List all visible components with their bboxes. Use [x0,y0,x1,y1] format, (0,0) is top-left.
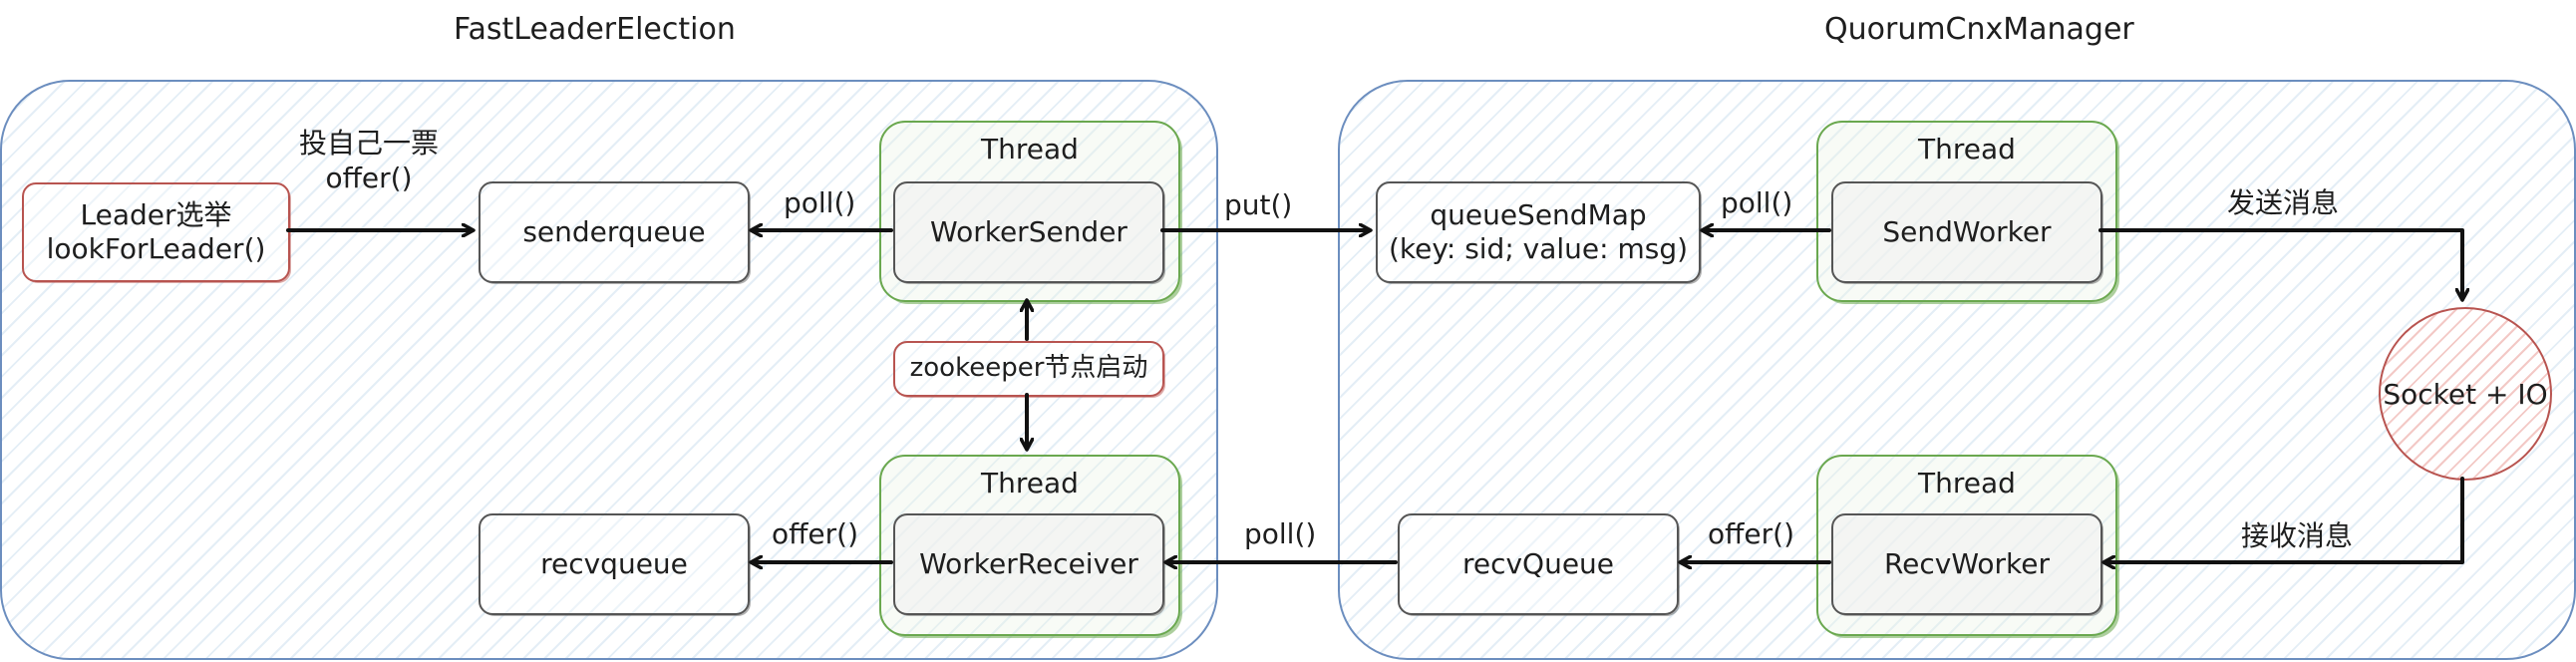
send-worker-node: SendWorker [1831,181,2102,283]
recv-queue-node: recvQueue [1398,513,1679,615]
left-panel-title: FastLeaderElection [454,12,736,47]
offer-recvqueue-label: offer() [772,517,859,550]
socket-io-node: Socket + IO [2379,307,2552,481]
worker-sender-node: WorkerSender [893,181,1164,283]
recv-worker-node: RecvWorker [1831,513,2102,615]
offer-recv-queue-label: offer() [1708,517,1795,550]
thread-label: Thread [1918,133,2016,166]
vote-offer-label: 投自己一票 offer() [299,126,439,195]
queue-send-map-line-2: (key: sid; value: msg) [1388,232,1689,265]
receive-message-label: 接收消息 [2241,519,2354,552]
send-message-label: 发送消息 [2227,186,2340,219]
vote-offer-line-2: offer() [325,162,413,194]
recvqueue-node: recvqueue [479,513,750,615]
queue-send-map-node: queueSendMap (key: sid; value: msg) [1376,181,1701,283]
queue-send-map-line-1: queueSendMap [1430,198,1647,232]
zookeeper-start-node: zookeeper节点启动 [893,341,1164,397]
put-label: put() [1224,188,1293,221]
thread-label: Thread [981,467,1079,499]
poll-recv-queue-label: poll() [1244,517,1317,550]
thread-label: Thread [1918,467,2016,499]
senderqueue-node: senderqueue [479,181,750,283]
right-panel-title: QuorumCnxManager [1824,12,2134,47]
vote-offer-line-1: 投自己一票 [299,127,440,160]
poll-send-map-label: poll() [1721,186,1793,219]
leader-election-node: Leader选举 lookForLeader() [22,182,290,282]
worker-receiver-node: WorkerReceiver [893,513,1164,615]
leader-election-line-1: Leader选举 [80,198,232,232]
leader-election-line-2: lookForLeader() [46,232,266,265]
poll-sender-label: poll() [784,186,856,219]
thread-label: Thread [981,133,1079,166]
